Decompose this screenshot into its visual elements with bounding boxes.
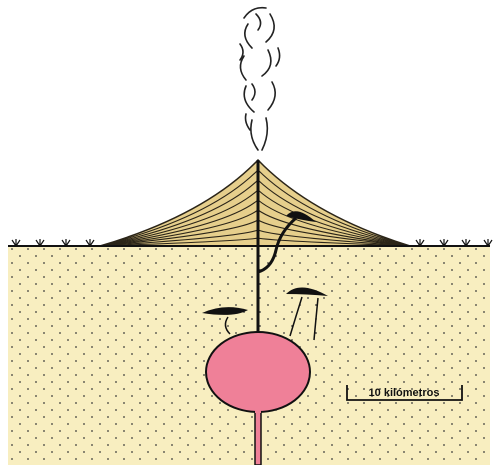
- scale-bar-label: 10 kilómetros: [369, 387, 440, 399]
